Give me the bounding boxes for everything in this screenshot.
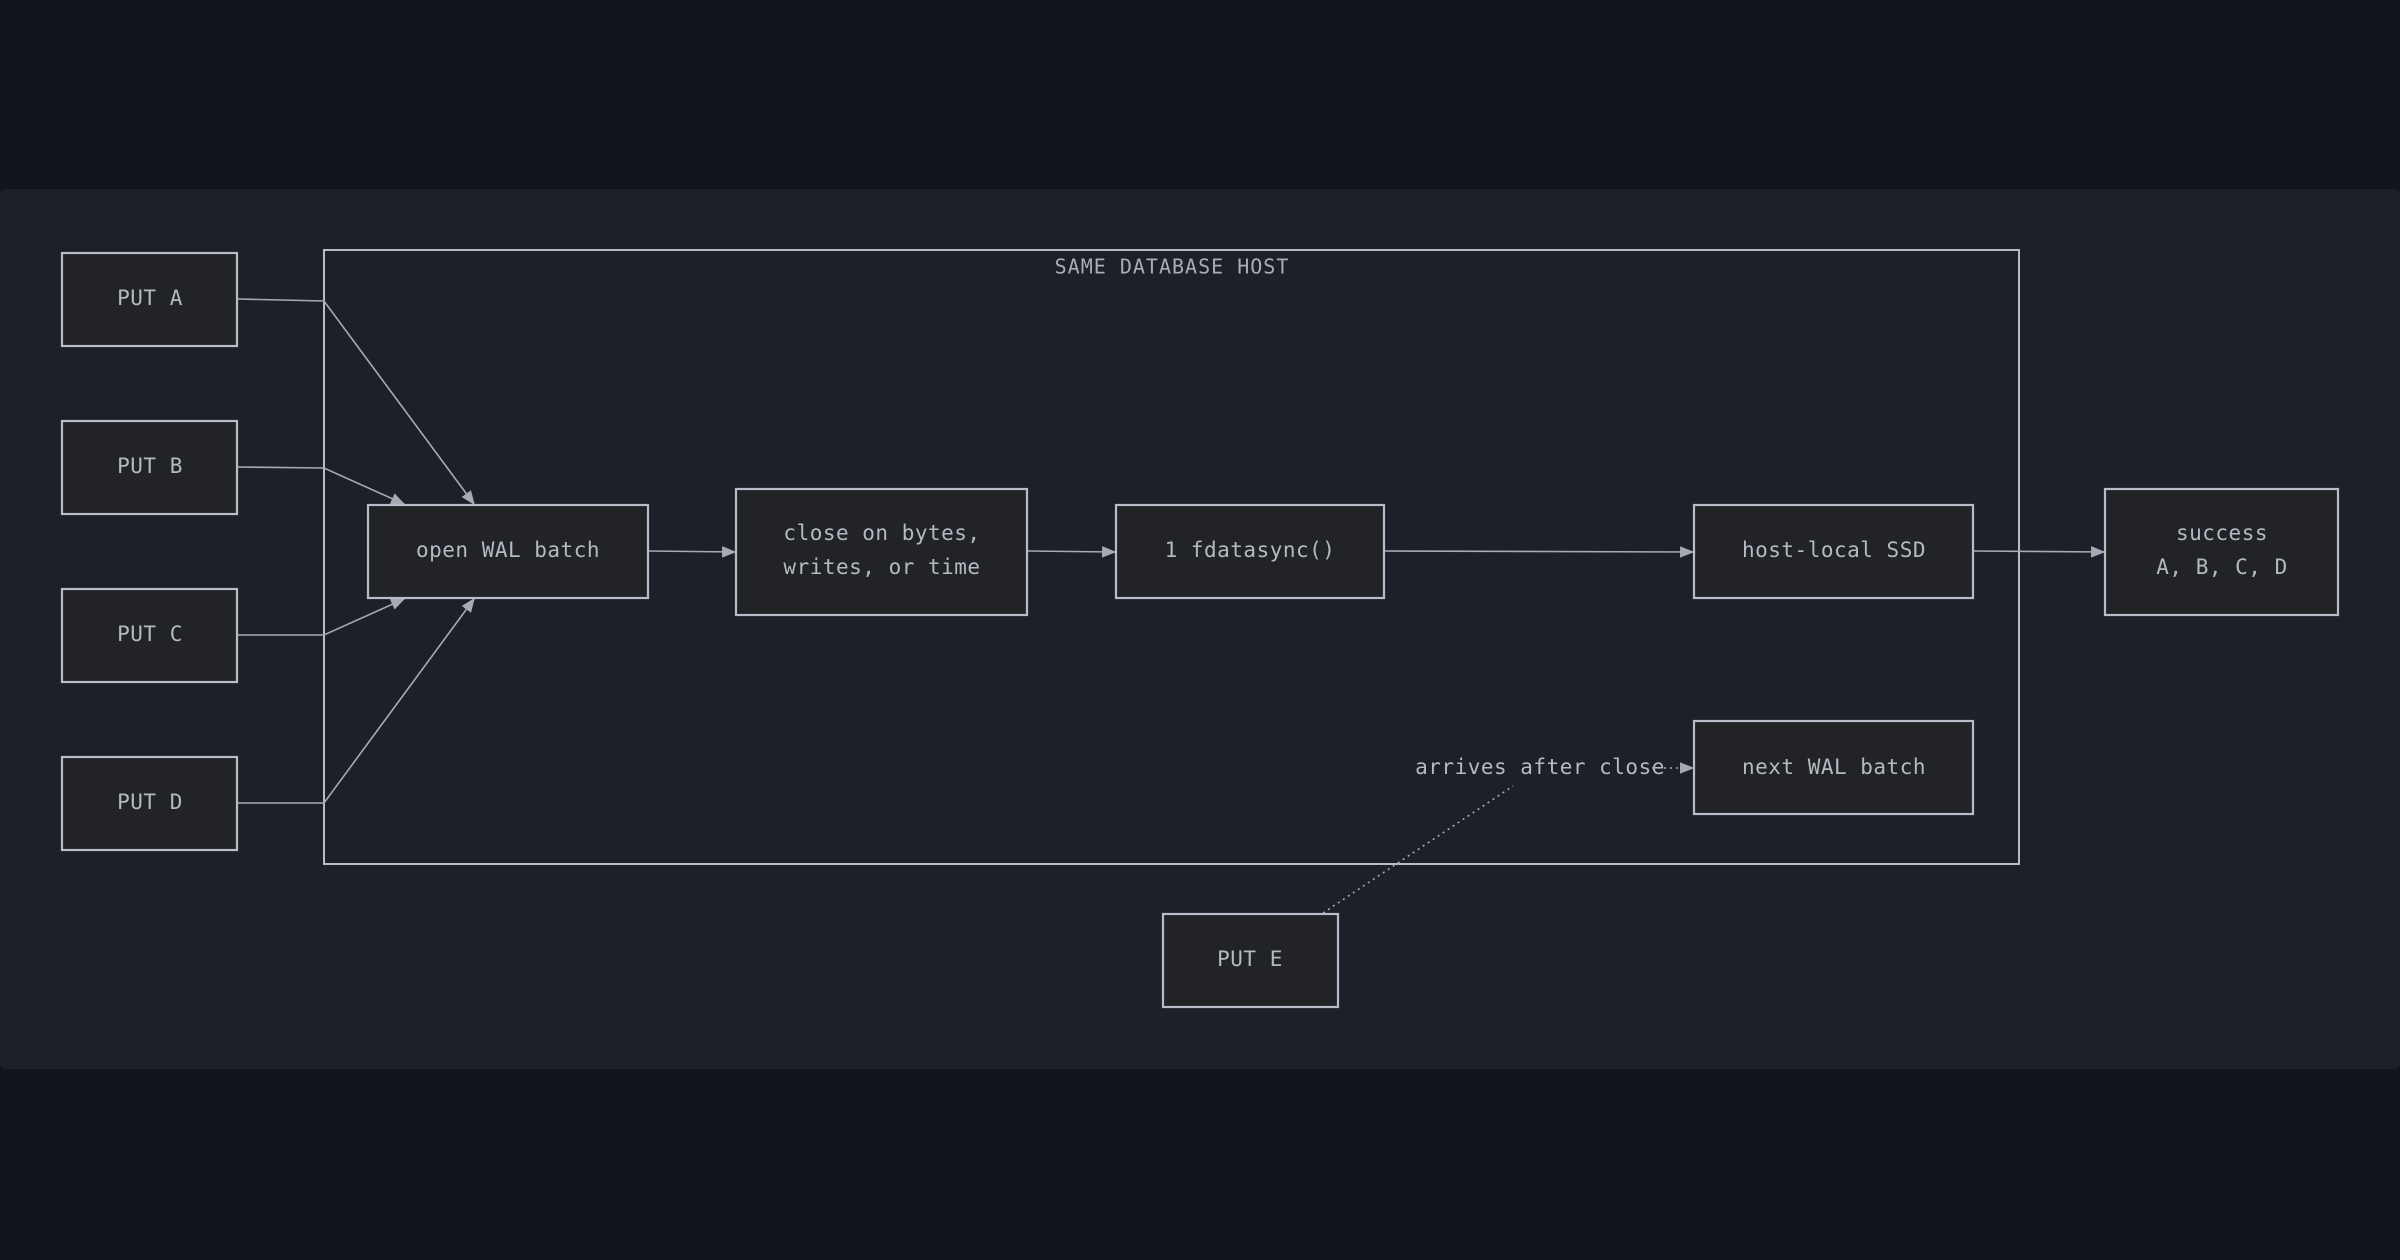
edge-put-e-to-label <box>1322 785 1514 914</box>
put-c-node[interactable]: PUT C <box>60 587 239 684</box>
open-wal-batch-label: open WAL batch <box>416 538 600 562</box>
edge-open-to-close <box>648 546 737 558</box>
put-b-label: PUT B <box>117 454 183 478</box>
edge-put-c-to-open-batch <box>238 598 406 636</box>
close-batch-label-line2: writes, or time <box>783 555 980 579</box>
edge-close-to-fdatasync <box>1027 546 1117 558</box>
fdatasync-node[interactable]: 1 fdatasync() <box>1114 503 1386 600</box>
put-e-label: PUT E <box>1217 947 1283 971</box>
success-label-line2: A, B, C, D <box>2156 555 2287 579</box>
open-wal-batch-node[interactable]: open WAL batch <box>366 503 650 600</box>
put-a-label: PUT A <box>117 286 183 310</box>
same-database-host-frame: SAME DATABASE HOST <box>323 249 2020 865</box>
edge-fdatasync-to-ssd <box>1384 546 1695 558</box>
put-d-label: PUT D <box>117 790 183 814</box>
success-label-line1: success <box>2176 521 2268 545</box>
edges: arrives after close <box>237 298 2106 914</box>
put-b-node[interactable]: PUT B <box>60 419 239 516</box>
host-title: SAME DATABASE HOST <box>1055 255 1290 279</box>
fdatasync-label: 1 fdatasync() <box>1165 538 1336 562</box>
close-batch-node[interactable]: close on bytes, writes, or time <box>734 487 1029 617</box>
edge-put-b-to-open-batch <box>237 466 406 505</box>
edge-put-a-to-open-batch <box>237 298 475 506</box>
host-local-ssd-node[interactable]: host-local SSD <box>1692 503 1975 600</box>
close-batch-label-line1: close on bytes, <box>783 521 980 545</box>
host-local-ssd-label: host-local SSD <box>1742 538 1926 562</box>
put-a-node[interactable]: PUT A <box>60 251 239 348</box>
put-c-label: PUT C <box>117 622 183 646</box>
edge-put-d-to-open-batch <box>238 597 475 804</box>
success-node[interactable]: success A, B, C, D <box>2103 487 2340 617</box>
put-e-node[interactable]: PUT E <box>1161 912 1340 1009</box>
next-wal-batch-label: next WAL batch <box>1742 755 1926 779</box>
next-wal-batch-node[interactable]: next WAL batch <box>1692 719 1975 816</box>
put-d-node[interactable]: PUT D <box>60 755 239 852</box>
late-arrival-label: arrives after close <box>1415 755 1665 779</box>
edge-ssd-to-success <box>1973 546 2106 558</box>
